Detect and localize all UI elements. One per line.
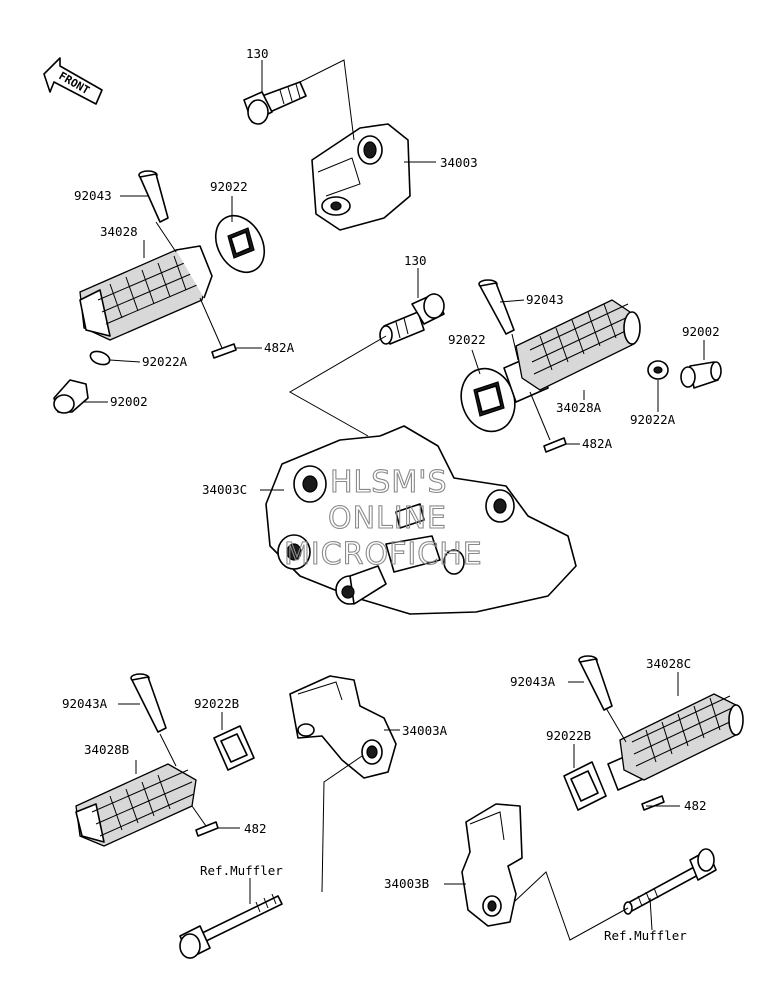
callout-92022B-right: 92022B xyxy=(546,728,591,743)
callout-482-left: 482 xyxy=(244,821,267,836)
footpeg-34028 xyxy=(79,245,213,341)
callout-34028B: 34028B xyxy=(84,742,129,757)
watermark-line-2: ONLINE xyxy=(328,501,447,536)
cotter-pin-482-left xyxy=(195,821,219,837)
bracket-34003C xyxy=(265,425,577,615)
callout-92043-left: 92043 xyxy=(74,188,112,203)
leader-lines xyxy=(84,59,705,941)
watermark: HLSM'S ONLINE MICROFICHE xyxy=(283,464,483,572)
callout-34003: 34003 xyxy=(440,155,478,170)
stopper-92002-left xyxy=(53,379,89,414)
callout-482A-right: 482A xyxy=(582,436,613,451)
watermark-line-1: HLSM'S xyxy=(330,465,448,500)
pin-92043A-left xyxy=(130,673,167,733)
callout-92043-right: 92043 xyxy=(526,292,564,307)
washer-92022A-left xyxy=(89,350,111,366)
footpeg-34028A xyxy=(503,299,641,403)
callout-ref-muffler-right: Ref.Muffler xyxy=(604,928,687,943)
callout-92043A-left: 92043A xyxy=(62,696,108,711)
callout-34003C: 34003C xyxy=(202,482,247,497)
callout-482-right: 482 xyxy=(684,798,707,813)
callout-92002-left: 92002 xyxy=(110,394,148,409)
callout-92022-right: 92022 xyxy=(448,332,486,347)
callout-92022B-left: 92022B xyxy=(194,696,239,711)
washer-92022B-right xyxy=(563,761,607,811)
callout-34028C: 34028C xyxy=(646,656,691,671)
washer-92022A-right xyxy=(647,360,669,380)
callout-ref-muffler-left: Ref.Muffler xyxy=(200,863,283,878)
cotter-pin-482A-right xyxy=(543,437,567,453)
pin-92043-right xyxy=(478,279,515,335)
callout-92022A-left: 92022A xyxy=(142,354,188,369)
washer-92022B-left xyxy=(213,725,255,771)
watermark-line-3: MICROFICHE xyxy=(284,537,483,572)
pin-92043-left xyxy=(138,170,169,223)
callout-34003B: 34003B xyxy=(384,876,429,891)
callout-482A-left: 482A xyxy=(264,340,295,355)
cotter-pin-482A-left xyxy=(211,343,237,359)
bolt-130-top xyxy=(243,81,307,125)
bracket-34003 xyxy=(311,123,411,231)
callout-92043A-right: 92043A xyxy=(510,674,556,689)
callout-92022A-right: 92022A xyxy=(630,412,676,427)
front-arrow-icon: FRONT xyxy=(43,57,103,105)
callout-130-top: 130 xyxy=(246,46,269,61)
bracket-34003A xyxy=(289,675,397,779)
callout-92002-right: 92002 xyxy=(682,324,720,339)
bracket-34003B xyxy=(461,803,523,927)
washer-92022-left xyxy=(214,214,266,274)
washer-92022-right xyxy=(460,367,516,433)
cotter-pin-482-right xyxy=(641,795,665,811)
callout-34003A: 34003A xyxy=(402,723,448,738)
callout-130-middle: 130 xyxy=(404,253,427,268)
bolt-muffler-right xyxy=(623,848,717,915)
stopper-92002-right xyxy=(680,361,722,389)
pin-92043A-right xyxy=(578,655,613,711)
callout-34028: 34028 xyxy=(100,224,138,239)
callout-34028A: 34028A xyxy=(556,400,602,415)
footpeg-34028B xyxy=(75,763,197,847)
callout-labels: 130 34003 92043 92022 34028 482A 92022A … xyxy=(62,46,720,943)
bolt-muffler-left xyxy=(179,893,283,959)
callout-92022-left: 92022 xyxy=(210,179,248,194)
footpeg-34028C xyxy=(607,693,744,791)
bolt-130-middle xyxy=(379,293,445,345)
